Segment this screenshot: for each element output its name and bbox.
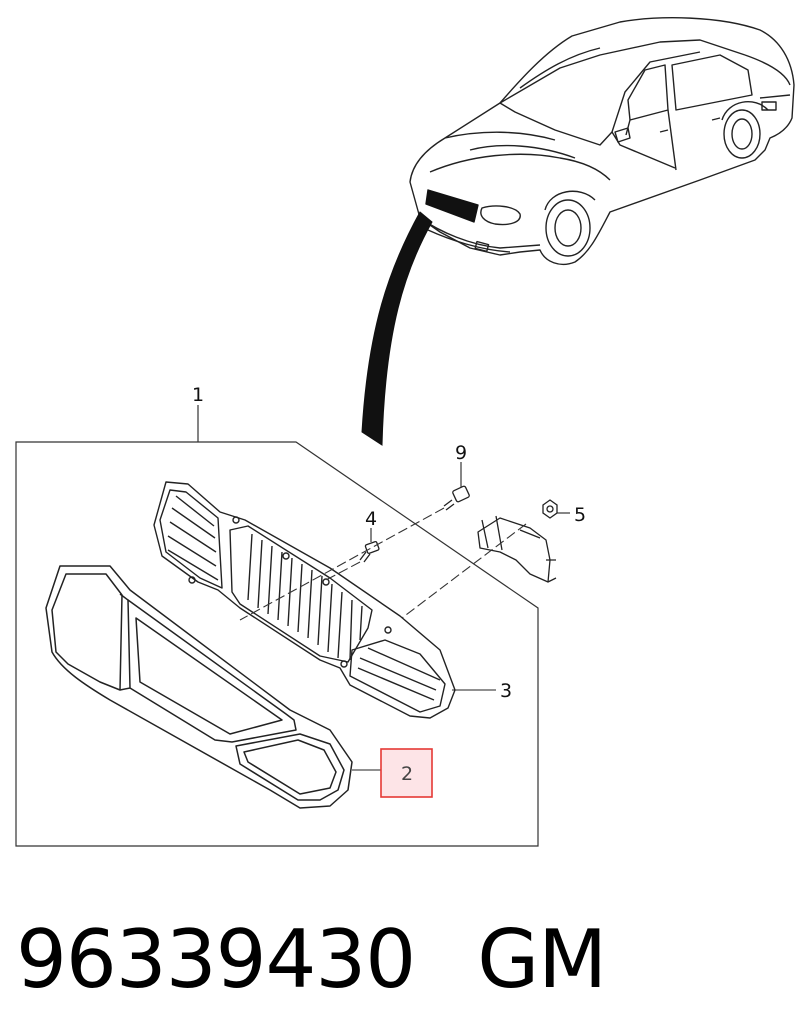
grille-insert — [153, 481, 456, 719]
screw-9 — [443, 485, 470, 511]
callout-5: 5 — [574, 504, 586, 526]
part-caption: 96339430 GM — [16, 905, 607, 1015]
bolt-4 — [359, 540, 380, 563]
grille-surround-frame — [45, 565, 353, 809]
callout-4: 4 — [365, 508, 377, 530]
brand-name: GM — [477, 913, 607, 1006]
leader-lines — [352, 462, 570, 771]
nut-5 — [542, 499, 558, 519]
callout-9: 9 — [455, 442, 467, 464]
callout-2: 2 — [401, 763, 413, 785]
callout-3: 3 — [500, 680, 512, 702]
part-number: 96339430 — [16, 913, 416, 1006]
exploded-parts-diagram: 1 — [15, 17, 795, 847]
assembly-frame — [15, 405, 539, 847]
pointer-arrow — [361, 211, 433, 446]
highlight-box — [380, 748, 433, 798]
car-illustration — [409, 17, 795, 266]
mounting-bracket — [477, 515, 557, 583]
callout-1: 1 — [192, 384, 204, 406]
alignment-lines — [239, 507, 527, 621]
